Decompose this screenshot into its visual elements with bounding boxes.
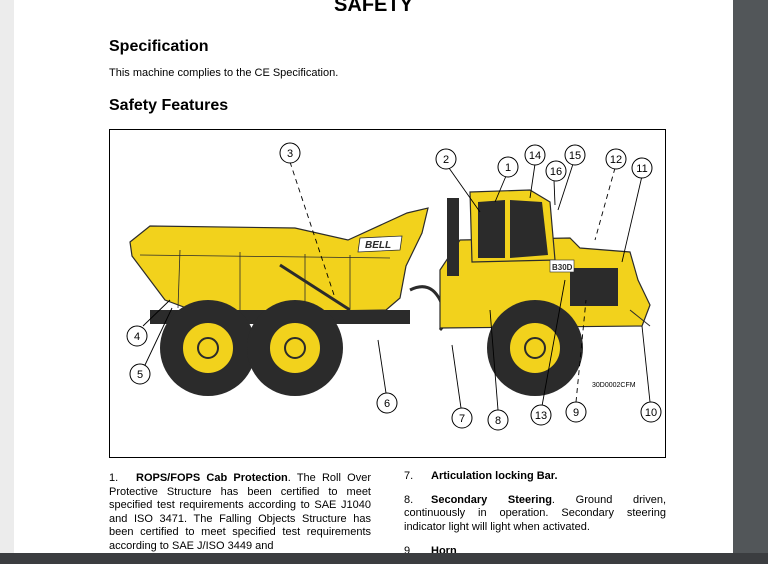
svg-text:14: 14	[529, 150, 541, 162]
rear-wheel-1	[160, 300, 256, 396]
svg-text:6: 6	[384, 398, 390, 410]
brand-label: BELL	[365, 240, 391, 251]
callout-4: 4	[126, 325, 148, 347]
specification-heading: Specification	[109, 38, 209, 55]
svg-text:15: 15	[569, 150, 581, 162]
callout-11: 11	[631, 157, 653, 179]
document-page: SAFETY Specification This machine compli…	[14, 0, 733, 564]
svg-text:2: 2	[443, 154, 449, 166]
callout-16: 16	[545, 160, 567, 182]
machine-illustration: BELL B30D	[109, 129, 666, 458]
svg-text:4: 4	[134, 331, 140, 343]
callout-13: 13	[530, 404, 552, 426]
dump-body	[129, 207, 429, 314]
svg-text:16: 16	[550, 166, 562, 178]
page-title: SAFETY	[334, 0, 413, 16]
svg-text:3: 3	[287, 148, 293, 160]
item-title: Articulation locking Bar.	[431, 470, 558, 482]
dump-truck-drawing: BELL B30D	[126, 142, 662, 431]
callout-10: 10	[640, 401, 662, 423]
callout-8: 8	[487, 409, 509, 431]
callout-1: 1	[497, 156, 519, 178]
callout-6: 6	[376, 392, 398, 414]
model-label: B30D	[552, 263, 573, 272]
svg-text:5: 5	[137, 369, 143, 381]
specification-text: This machine complies to the CE Specific…	[109, 67, 339, 79]
list-item: 7.Articulation locking Bar.	[404, 470, 558, 482]
svg-text:9: 9	[573, 407, 579, 419]
safety-items-left-column: 1.ROPS/FOPS Cab Protection. The Roll Ove…	[109, 472, 371, 561]
list-item: 1.ROPS/FOPS Cab Protection. The Roll Ove…	[109, 472, 371, 552]
svg-text:13: 13	[535, 410, 547, 422]
svg-text:7: 7	[459, 413, 465, 425]
leader-lines	[142, 161, 651, 411]
viewer-bottom-bar	[0, 553, 768, 564]
figure-code: 30D0002CFM	[592, 382, 636, 389]
svg-text:1: 1	[505, 162, 511, 174]
callout-12: 12	[605, 148, 627, 170]
svg-text:12: 12	[610, 154, 622, 166]
callout-9: 9	[565, 401, 587, 423]
item-text: . The Roll Over Protective Structure has…	[109, 472, 371, 552]
rear-wheel-2	[247, 300, 343, 396]
callout-5: 5	[129, 363, 151, 385]
callout-7: 7	[451, 407, 473, 429]
safety-features-heading: Safety Features	[109, 97, 229, 114]
list-item: 8.Secondary Steering. Ground driven, con…	[404, 493, 666, 533]
item-text: . Ground driven, continuously in operati…	[404, 493, 666, 533]
callout-3: 3	[279, 142, 301, 164]
callout-2: 2	[435, 148, 457, 170]
safety-items-right-column: 7.Articulation locking Bar. 8.Secondary …	[404, 470, 666, 564]
callout-15: 15	[564, 144, 586, 166]
svg-text:10: 10	[645, 407, 657, 419]
svg-text:11: 11	[636, 163, 647, 175]
callout-14: 14	[524, 144, 546, 166]
item-title: Secondary Steering	[431, 493, 552, 506]
svg-text:8: 8	[495, 415, 501, 427]
left-gutter	[0, 0, 14, 564]
item-title: ROPS/FOPS Cab Protection	[136, 472, 288, 484]
front-wheel	[487, 300, 583, 396]
